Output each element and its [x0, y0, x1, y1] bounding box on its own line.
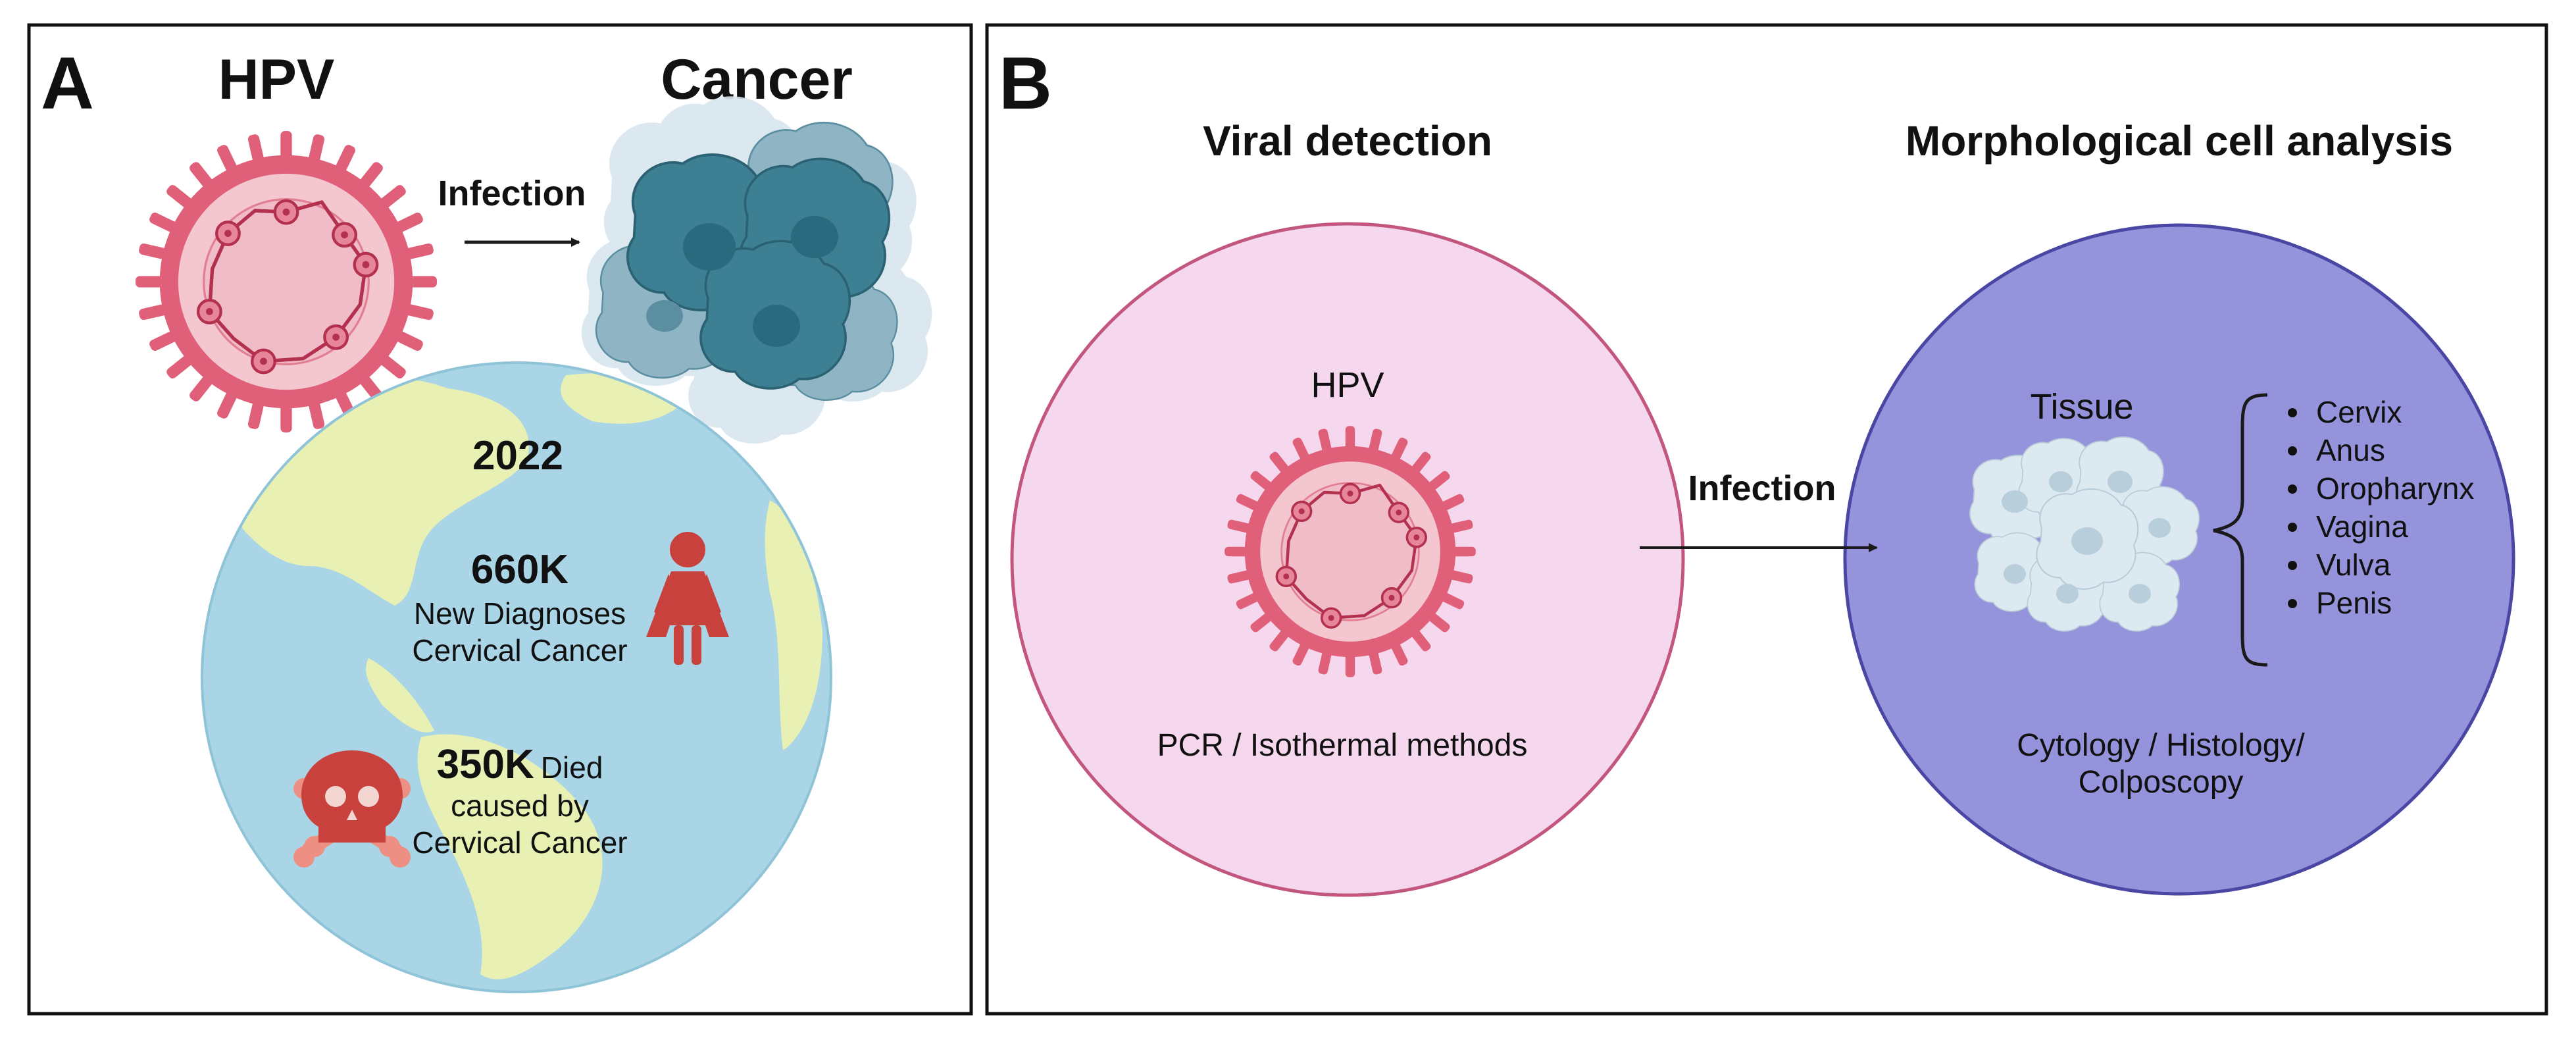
site-bullet: [2288, 446, 2297, 455]
deaths-line1: caused by: [451, 789, 589, 823]
site-item: Vagina: [2316, 509, 2408, 544]
site-item: Vulva: [2316, 548, 2391, 582]
site-bullet: [2288, 408, 2297, 417]
deaths-word: Died: [541, 750, 603, 785]
site-bullet: [2288, 484, 2297, 494]
panel-a-infection-label: Infection: [438, 174, 586, 213]
sites-brace: [2213, 393, 2268, 667]
method-label: PCR / Isothermal methods: [1157, 728, 1528, 763]
site-item: Penis: [2316, 586, 2392, 620]
panel-b-infection-label: Infection: [1688, 469, 1836, 508]
analysis-line1: Cytology / Histology/: [2017, 728, 2305, 763]
diagnoses-number: 660K: [471, 547, 568, 592]
cancer-title: Cancer: [661, 48, 853, 111]
panel-b-letter: B: [999, 42, 1052, 124]
viral-detection-title: Viral detection: [1203, 117, 1492, 165]
analysis-line2: Colposcopy: [2079, 765, 2244, 800]
site-item: Anus: [2316, 433, 2385, 467]
hpv-title: HPV: [218, 48, 335, 111]
tissue-cells-icon: [1969, 436, 2200, 632]
panel-a-letter: A: [41, 42, 94, 124]
site-bullet: [2288, 561, 2297, 570]
site-bullet: [2288, 599, 2297, 608]
diagnoses-line2: Cervical Cancer: [412, 633, 627, 667]
site-item: Cervix: [2316, 395, 2402, 429]
panel-b-hpv-label: HPV: [1311, 365, 1384, 405]
woman-icon: [646, 532, 729, 665]
year-label: 2022: [472, 433, 563, 479]
tissue-label: Tissue: [2030, 387, 2133, 427]
site-item: Oropharynx: [2316, 471, 2474, 506]
morphological-title: Morphological cell analysis: [1906, 117, 2453, 165]
deaths-line2: Cervical Cancer: [412, 825, 627, 860]
skull-crossbones-icon: [293, 750, 411, 868]
cancer-cells-icon: [581, 96, 932, 444]
site-bullet: [2288, 523, 2297, 532]
diagnoses-line1: New Diagnoses: [414, 596, 626, 631]
deaths-number: 350K: [437, 742, 534, 787]
